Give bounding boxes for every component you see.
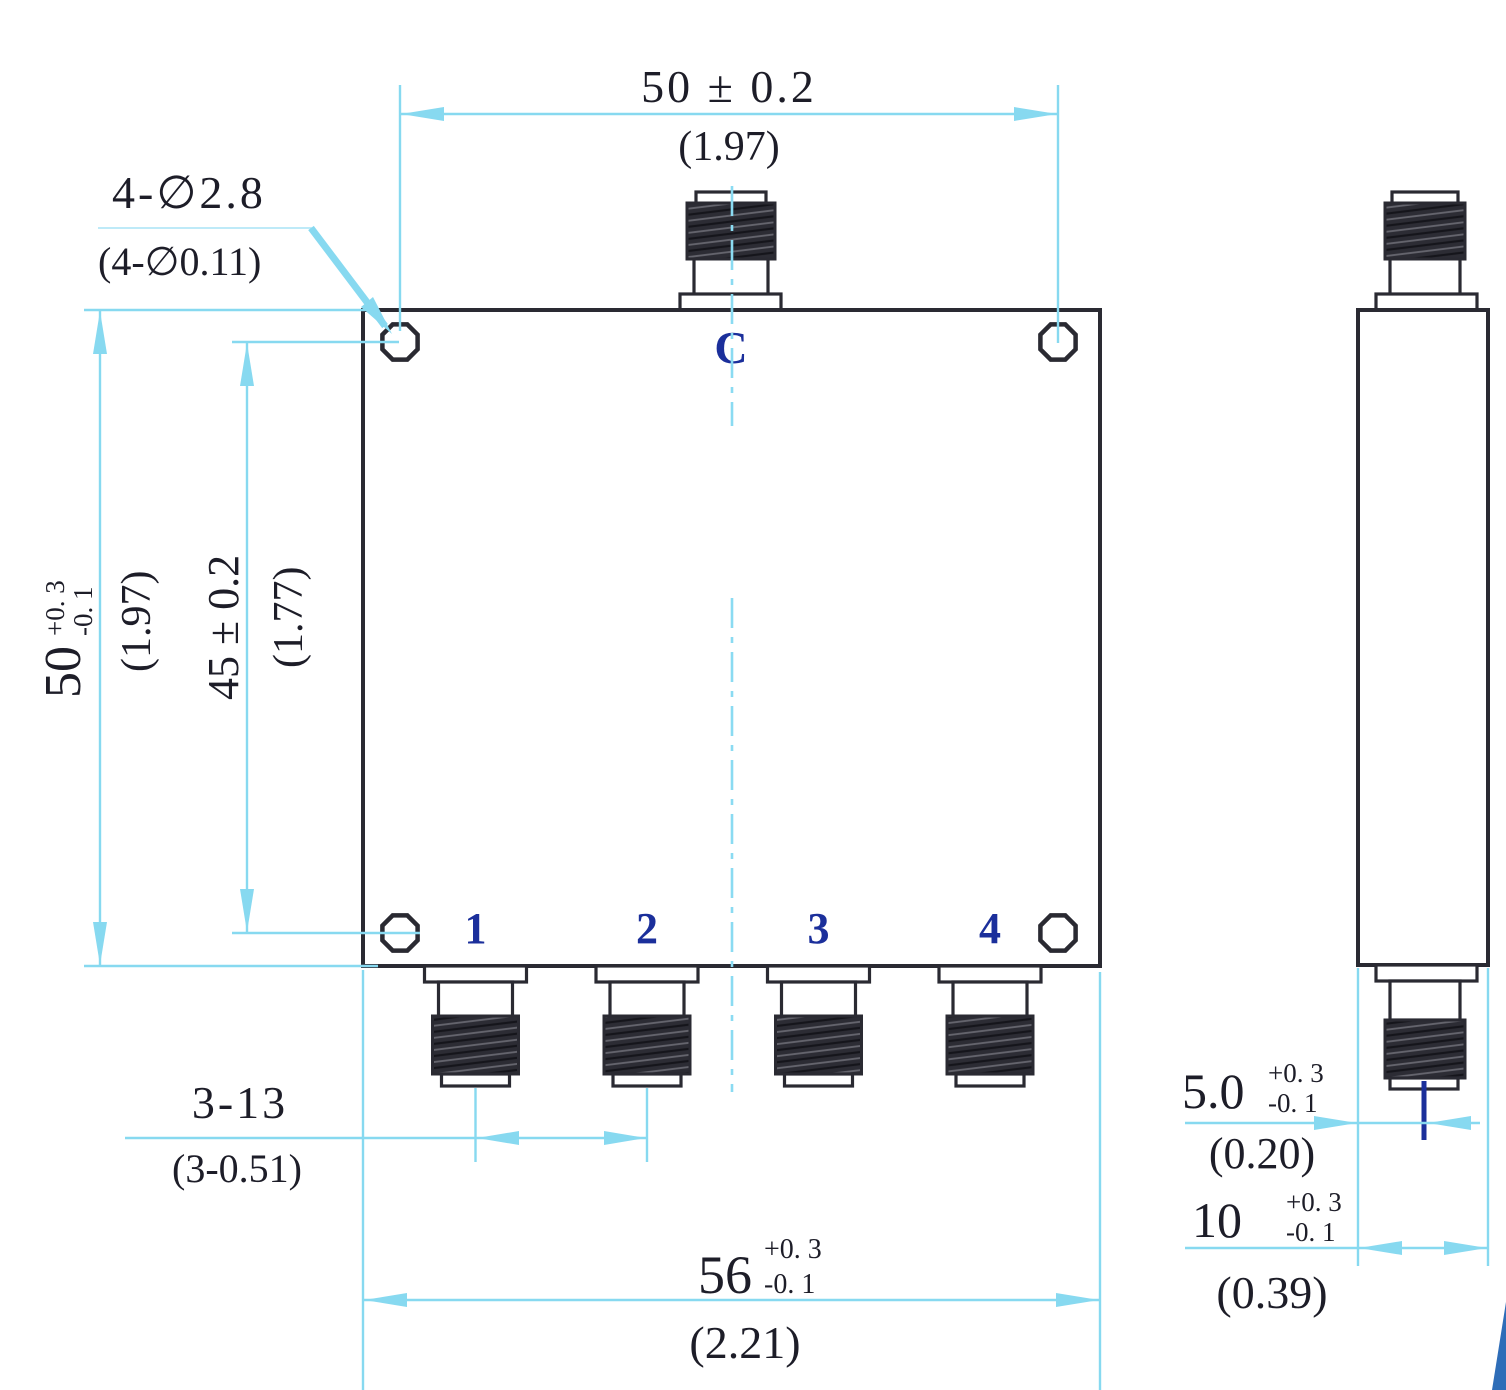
connector-neck [1388,254,1462,300]
cropped-corner-mark [1492,1302,1506,1390]
callout-inches: (4-∅0.11) [98,239,261,284]
dim-body-height: 50 +0. 3 -0. 1 (1.97) [35,308,378,968]
arrowhead-left [477,1131,519,1145]
front-port3-connector [765,964,872,1088]
dim-value: 50 [35,646,92,698]
connector-threads [945,1014,1035,1076]
arrowhead-right [604,1131,646,1145]
front-port1-connector [422,964,529,1088]
connector-threads [431,1014,520,1076]
dim-inches: (1.97) [678,124,779,170]
connector-flange [765,964,872,984]
arrowhead-right [1428,1116,1471,1130]
connector-threads [602,1014,692,1076]
dim-tol-minus: -0. 1 [764,1269,815,1300]
connector-cap [954,1072,1026,1088]
leader-arrowhead [361,297,392,334]
connector-flange [1374,963,1479,983]
connector-neck [779,980,858,1020]
dim-inches: (0.20) [1209,1129,1315,1178]
front-port4-connector [937,964,1043,1088]
dim-body-depth: 10 +0. 3 -0. 1 (0.39) [1185,968,1490,1318]
port4-label: 4 [979,904,1001,953]
dim-inches: (1.97) [114,571,160,672]
dim-value: 56 [698,1245,752,1305]
side-bottom-connector [1374,963,1479,1140]
dim-inches: (3-0.51) [172,1146,302,1191]
dim-pin-offset: 5.0 +0. 3 -0. 1 (0.20) [1182,1058,1480,1178]
port3-label: 3 [808,904,830,953]
dim-tol-minus: -0. 1 [1268,1088,1318,1118]
dim-inches: (0.39) [1216,1267,1327,1318]
dim-tol-plus: +0. 3 [1286,1187,1342,1217]
arrowhead-top [93,311,107,354]
dim-inches: (2.21) [689,1317,800,1368]
port2-label: 2 [636,904,658,953]
connector-cap [611,1072,683,1088]
arrowhead-bottom [93,922,107,965]
arrowhead-left [364,1293,407,1307]
arrowhead-bottom [240,889,254,932]
dim-value: 10 [1192,1192,1242,1248]
dim-value: 45 ± 0.2 [199,555,248,700]
connector-flange [937,964,1043,984]
connector-neck [608,980,686,1020]
dim-inches: (1.77) [266,567,312,668]
arrowhead-right [1056,1293,1099,1307]
dim-tol-plus: +0. 3 [40,580,70,636]
front-port2-connector [594,964,700,1088]
connector-flange [594,964,700,984]
dim-hole-callout: 4-∅2.8 (4-∅0.11) [98,167,392,334]
connector-neck [1388,979,1462,1022]
dim-tol-minus: -0. 1 [68,587,98,637]
dim-tol-plus: +0. 3 [1268,1058,1324,1088]
side-top-connector [1374,190,1479,313]
dim-tol-minus: -0. 1 [1286,1217,1336,1247]
arrowhead-left [1314,1116,1357,1130]
connector-cap [439,1072,512,1088]
connector-flange [422,964,529,984]
callout-value: 4-∅2.8 [112,167,266,218]
arrowhead-right [1444,1241,1487,1255]
arrowhead-right [1014,107,1057,121]
connector-cap [782,1072,855,1088]
connector-neck [436,980,515,1020]
front-view: C 1 2 3 4 [361,186,1102,1092]
dim-port-pitch: 3-13 (3-0.51) [125,1077,649,1191]
port1-label: 1 [465,904,487,953]
front-top-connector [678,190,783,313]
arrowhead-left [1359,1241,1402,1255]
connector-threads [774,1014,863,1076]
side-body [1356,308,1490,967]
connector-threads [1383,201,1467,261]
mounting-hole-bottom-right [1040,915,1075,950]
dim-top-width: 50 ± 0.2 (1.97) [398,61,1060,343]
arrowhead-top [240,343,254,386]
side-view [1356,190,1490,1140]
dim-value: 3-13 [192,1077,288,1128]
connector-neck [951,980,1029,1020]
dim-hole-spacing: 45 ± 0.2 (1.77) [199,340,420,935]
connector-threads [1383,1018,1467,1080]
dim-value: 50 ± 0.2 [641,61,817,112]
dim-value: 5.0 [1182,1063,1245,1119]
dim-tol-plus: +0. 3 [764,1234,822,1265]
dim-body-width: 56 +0. 3 -0. 1 (2.21) [361,970,1102,1390]
arrowhead-left [401,107,444,121]
